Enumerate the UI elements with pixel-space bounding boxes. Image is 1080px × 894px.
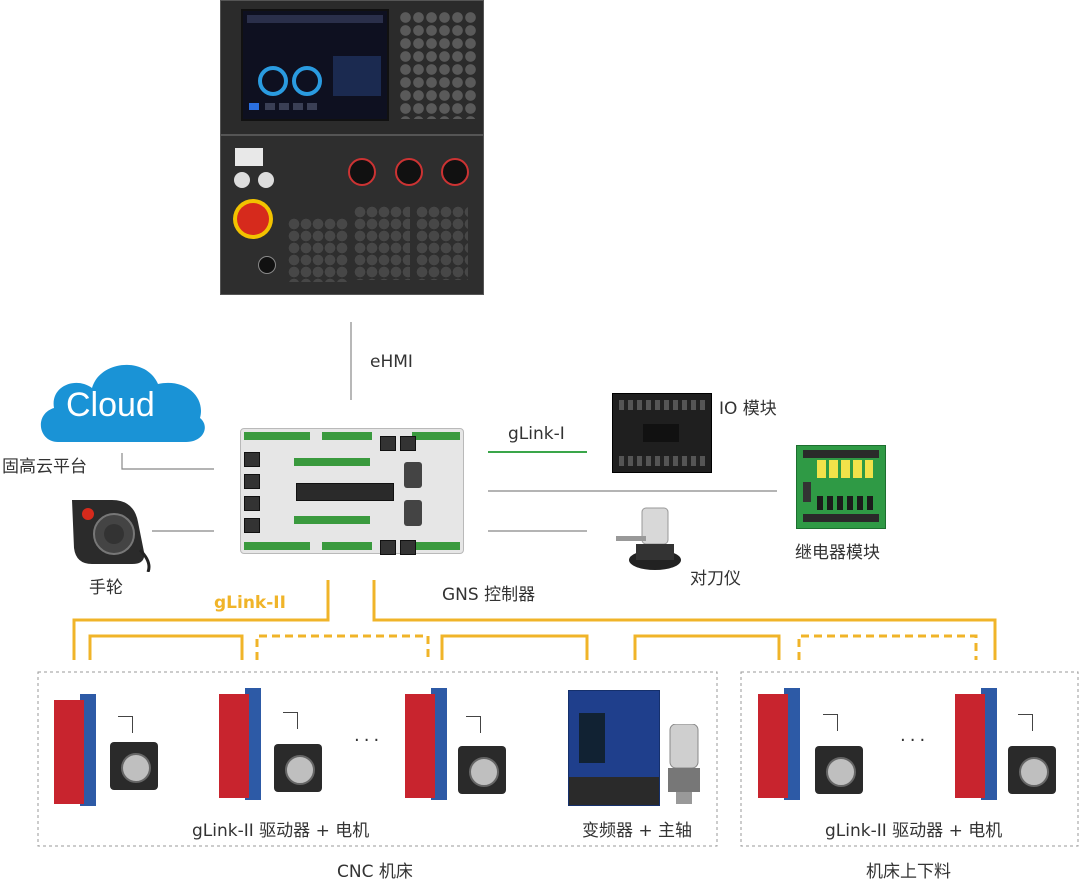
cable-icon (823, 714, 838, 731)
handwheel-icon (72, 500, 151, 572)
servo-drive-icon (955, 688, 997, 800)
cable-icon (283, 712, 298, 729)
drive-motor-right-label: gLink-II 驱动器 + 电机 (825, 821, 1003, 841)
cloud-platform-label: 固高云平台 (2, 457, 87, 477)
inverter-spindle-label: 变频器 + 主轴 (582, 821, 693, 841)
ellipsis: ··· (354, 730, 384, 751)
spindle-icon (668, 724, 700, 804)
glink1-label: gLink-I (508, 424, 565, 444)
io-module-icon (612, 393, 712, 473)
servo-motor-icon (274, 744, 322, 792)
drive-motor-left-label: gLink-II 驱动器 + 电机 (192, 821, 370, 841)
group-cnc-label: CNC 机床 (337, 862, 413, 882)
servo-motor-icon (815, 746, 863, 794)
relay-module-label: 继电器模块 (795, 543, 880, 563)
servo-motor-icon (1008, 746, 1056, 794)
inverter-icon (568, 690, 660, 806)
cable-icon (1018, 714, 1033, 731)
io-module-label: IO 模块 (719, 399, 777, 419)
ehmi-label: eHMI (370, 352, 413, 372)
relay-module-icon (796, 445, 886, 529)
cable-icon (118, 716, 133, 733)
handwheel-label: 手轮 (89, 578, 123, 598)
cable-icon (466, 716, 481, 733)
servo-motor-icon (110, 742, 158, 790)
servo-drive-icon (405, 688, 447, 800)
servo-drive-icon (758, 688, 800, 800)
servo-drive-icon (219, 688, 261, 800)
glink2-label: gLink-II (214, 593, 286, 613)
group-loading-label: 机床上下料 (866, 862, 951, 882)
controller-label: GNS 控制器 (442, 585, 536, 605)
tool-setter-icon (616, 507, 681, 570)
servo-drive-icon (54, 694, 96, 806)
ellipsis: ··· (900, 730, 930, 751)
servo-motor-icon (458, 746, 506, 794)
cloud-icon (40, 364, 205, 442)
cloud-label: Cloud (66, 386, 155, 424)
tool-setter-label: 对刀仪 (690, 569, 741, 589)
